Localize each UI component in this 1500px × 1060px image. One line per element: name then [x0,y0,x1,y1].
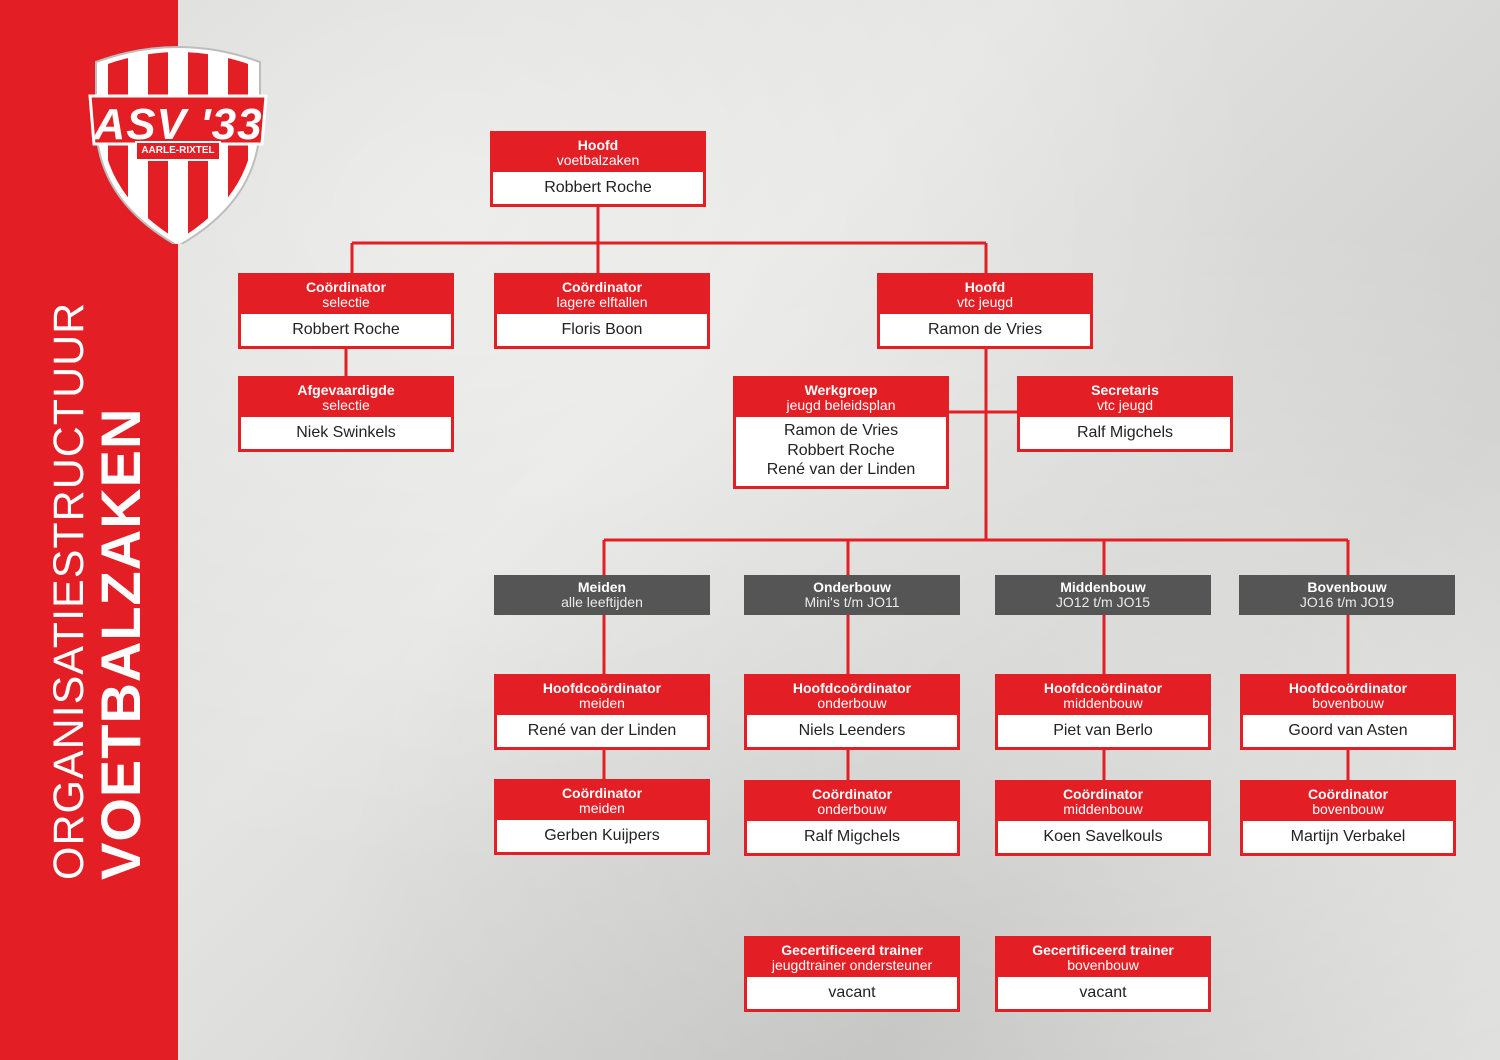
box-title: Coördinator [305,279,387,295]
box-person: Goord van Asten [1243,715,1453,747]
box-subtitle: selectie [322,294,370,310]
group-subtitle: JO16 t/m JO19 [1299,594,1395,610]
box-person: Robbert Roche [241,314,451,346]
box-subtitle: vtc jeugd [956,294,1014,310]
group-middenbouw: Middenbouw JO12 t/m JO15 [995,575,1211,615]
box-person: Floris Boon [497,314,707,346]
box-subtitle: vtc jeugd [1096,397,1154,413]
group-title: Middenbouw [1060,579,1146,595]
box-title: Coördinator [1307,786,1389,802]
box-person: Niek Swinkels [241,417,451,449]
box-title: Secretaris [1091,382,1159,398]
box-subtitle: lagere elftallen [556,294,648,310]
box-gecertificeerd-trainer-onderbouw: Gecertificeerd trainer jeugdtrainer onde… [744,936,960,1012]
group-subtitle: JO12 t/m JO15 [1055,594,1151,610]
box-person: Robbert Roche [787,441,895,459]
box-subtitle: jeugdtrainer ondersteuner [771,957,933,973]
box-subtitle: meiden [579,695,625,711]
box-hoofdcoordinator-meiden: Hoofdcoördinator meiden René van der Lin… [494,674,710,750]
box-secretaris-vtc-jeugd: Secretaris vtc jeugd Ralf Migchels [1017,376,1233,452]
box-title: Coördinator [1062,786,1144,802]
logo-name: ASV '33 [93,100,263,149]
box-title: Hoofd [964,279,1006,295]
box-person: Niels Leenders [747,715,957,747]
box-title: Coördinator [811,786,893,802]
box-title: Gecertificeerd trainer [1032,942,1174,958]
box-subtitle: bovenbouw [1312,695,1384,711]
box-title: Gecertificeerd trainer [781,942,923,958]
box-subtitle: meiden [579,800,625,816]
box-person: Ramon de Vries [880,314,1090,346]
box-afgevaardigde-selectie: Afgevaardigde selectie Niek Swinkels [238,376,454,452]
box-person: vacant [998,977,1208,1009]
group-onderbouw: Onderbouw Mini's t/m JO11 [744,575,960,615]
group-bovenbouw: Bovenbouw JO16 t/m JO19 [1239,575,1455,615]
box-title: Hoofdcoördinator [792,680,912,696]
group-title: Bovenbouw [1307,579,1387,595]
box-person: Ralf Migchels [1020,417,1230,449]
box-title: Hoofd [577,137,619,153]
box-subtitle: middenbouw [1063,801,1143,817]
box-person: Martijn Verbakel [1243,821,1453,853]
box-gecertificeerd-trainer-bovenbouw: Gecertificeerd trainer bovenbouw vacant [995,936,1211,1012]
box-person: Gerben Kuijpers [497,820,707,852]
box-person: Robbert Roche [493,172,703,204]
box-person: Koen Savelkouls [998,821,1208,853]
box-person: vacant [747,977,957,1009]
group-subtitle: alle leeftijden [561,594,643,610]
box-subtitle: voetbalzaken [556,152,640,168]
box-coordinator-meiden: Coördinator meiden Gerben Kuijpers [494,779,710,855]
group-title: Meiden [577,579,627,595]
box-title: Hoofdcoördinator [542,680,662,696]
box-hoofdcoordinator-middenbouw: Hoofdcoördinator middenbouw Piet van Ber… [995,674,1211,750]
box-person: René van der Linden [497,715,707,747]
box-subtitle: bovenbouw [1067,957,1139,973]
box-coordinator-onderbouw: Coördinator onderbouw Ralf Migchels [744,780,960,856]
box-subtitle: bovenbouw [1312,801,1384,817]
box-person: René van der Linden [766,461,916,478]
box-coordinator-middenbouw: Coördinator middenbouw Koen Savelkouls [995,780,1211,856]
logo-subtitle: AARLE-RIXTEL [141,145,215,156]
box-subtitle: selectie [322,397,370,413]
group-subtitle: Mini's t/m JO11 [804,594,900,610]
box-hoofdcoordinator-onderbouw: Hoofdcoördinator onderbouw Niels Leender… [744,674,960,750]
box-subtitle: onderbouw [817,801,887,817]
box-coordinator-selectie: Coördinator selectie Robbert Roche [238,273,454,349]
box-coordinator-bovenbouw: Coördinator bovenbouw Martijn Verbakel [1240,780,1456,856]
box-hoofdcoordinator-bovenbouw: Hoofdcoördinator bovenbouw Goord van Ast… [1240,674,1456,750]
group-title: Onderbouw [813,579,891,595]
box-werkgroep-jeugd-beleidsplan: Werkgroep jeugd beleidsplan Ramon de Vri… [733,376,949,489]
box-title: Hoofdcoördinator [1043,680,1163,696]
box-subtitle: onderbouw [817,695,887,711]
box-person-list: Ramon de Vries Robbert Roche René van de… [736,417,946,486]
box-hoofd-voetbalzaken: Hoofd voetbalzaken Robbert Roche [490,131,706,207]
group-meiden: Meiden alle leeftijden [494,575,710,615]
box-person: Piet van Berlo [998,715,1208,747]
box-person: Ramon de Vries [783,422,899,439]
club-logo [88,46,268,244]
box-title: Coördinator [561,279,643,295]
box-title: Afgevaardigde [297,382,395,398]
box-person: Ralf Migchels [747,821,957,853]
box-title: Hoofdcoördinator [1288,680,1408,696]
box-hoofd-vtc-jeugd: Hoofd vtc jeugd Ramon de Vries [877,273,1093,349]
box-subtitle: jeugd beleidsplan [786,397,896,413]
box-title: Coördinator [561,785,643,801]
box-title: Werkgroep [804,382,878,398]
box-coordinator-lagere-elftallen: Coördinator lagere elftallen Floris Boon [494,273,710,349]
box-subtitle: middenbouw [1063,695,1143,711]
